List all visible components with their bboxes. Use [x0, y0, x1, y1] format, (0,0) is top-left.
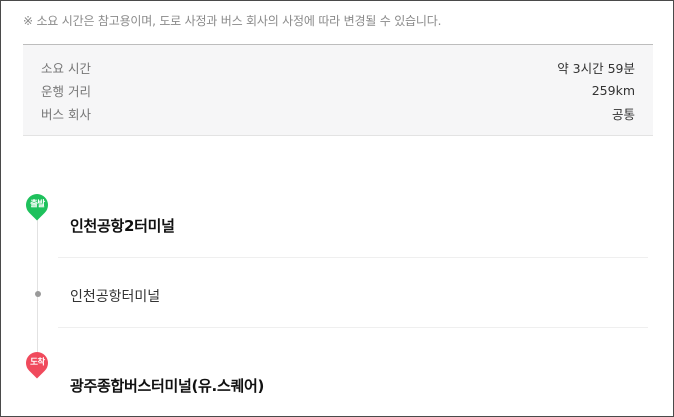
- departure-pin-icon: 출발: [21, 189, 53, 221]
- arrival-pin-icon: 도착: [21, 347, 53, 379]
- distance-label: 운행 거리: [41, 83, 91, 99]
- via-stop-name[interactable]: 인천공항터미널: [70, 289, 161, 305]
- notice-text: ※ 소요 시간은 참고용이며, 도로 사정과 버스 회사의 사정에 따라 변경될…: [23, 14, 442, 28]
- departure-stop-name[interactable]: 인천공항2터미널: [70, 217, 175, 235]
- info-row-distance: 운행 거리 259km: [41, 80, 635, 100]
- distance-value: 259km: [591, 82, 635, 98]
- info-row-duration: 소요 시간 약 3시간 59분: [41, 57, 635, 77]
- trip-info-box: 소요 시간 약 3시간 59분 운행 거리 259km 버스 회사 공통: [23, 44, 653, 136]
- duration-label: 소요 시간: [41, 60, 91, 76]
- arrival-badge: 도착: [29, 357, 45, 368]
- duration-value: 약 3시간 59분: [557, 60, 635, 76]
- info-row-company: 버스 회사 공통: [41, 103, 635, 123]
- departure-badge: 출발: [29, 199, 45, 210]
- stop-divider: [58, 327, 648, 328]
- company-value: 공통: [611, 106, 635, 122]
- via-stop-dot-icon: [34, 291, 41, 297]
- arrival-stop-name[interactable]: 광주종합버스터미널(유.스퀘어): [70, 377, 265, 395]
- stop-divider: [58, 257, 648, 258]
- company-label: 버스 회사: [41, 106, 91, 122]
